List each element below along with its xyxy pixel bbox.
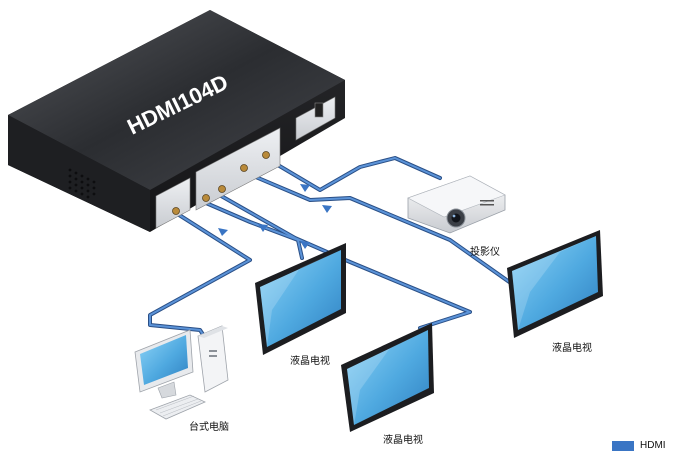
output-port-1 [202, 194, 210, 202]
hdmi-ports [172, 151, 270, 215]
legend-hdmi-swatch [612, 440, 634, 451]
hdmi-cables [148, 156, 517, 347]
tv-bottom-label: 液晶电视 [383, 435, 423, 446]
cable-to-pc [148, 211, 252, 347]
output-port-3 [240, 164, 248, 172]
power-switch [314, 102, 324, 118]
tv-center-label: 液晶电视 [290, 356, 330, 367]
tv-right-label: 液晶电视 [552, 343, 592, 354]
lcd-tv-bottom [341, 323, 434, 432]
vent-grille [68, 168, 96, 199]
input-panel [155, 177, 191, 229]
cable-arrows [218, 184, 332, 249]
input-port [172, 207, 180, 215]
output-panel [195, 127, 281, 211]
output-port-2 [218, 185, 226, 193]
projector [407, 175, 506, 234]
legend: HDMI [612, 440, 666, 451]
output-port-4 [262, 151, 270, 159]
lcd-tv-center [255, 243, 346, 355]
lcd-tv-right [507, 230, 603, 338]
legend-hdmi-label: HDMI [640, 440, 666, 451]
hdmi-splitter-device: HDMI104D [8, 10, 345, 232]
desktop-pc [134, 325, 229, 420]
pc-keyboard [149, 394, 206, 420]
pc-label: 台式电脑 [189, 422, 229, 433]
projector-label: 投影仪 [470, 247, 500, 258]
